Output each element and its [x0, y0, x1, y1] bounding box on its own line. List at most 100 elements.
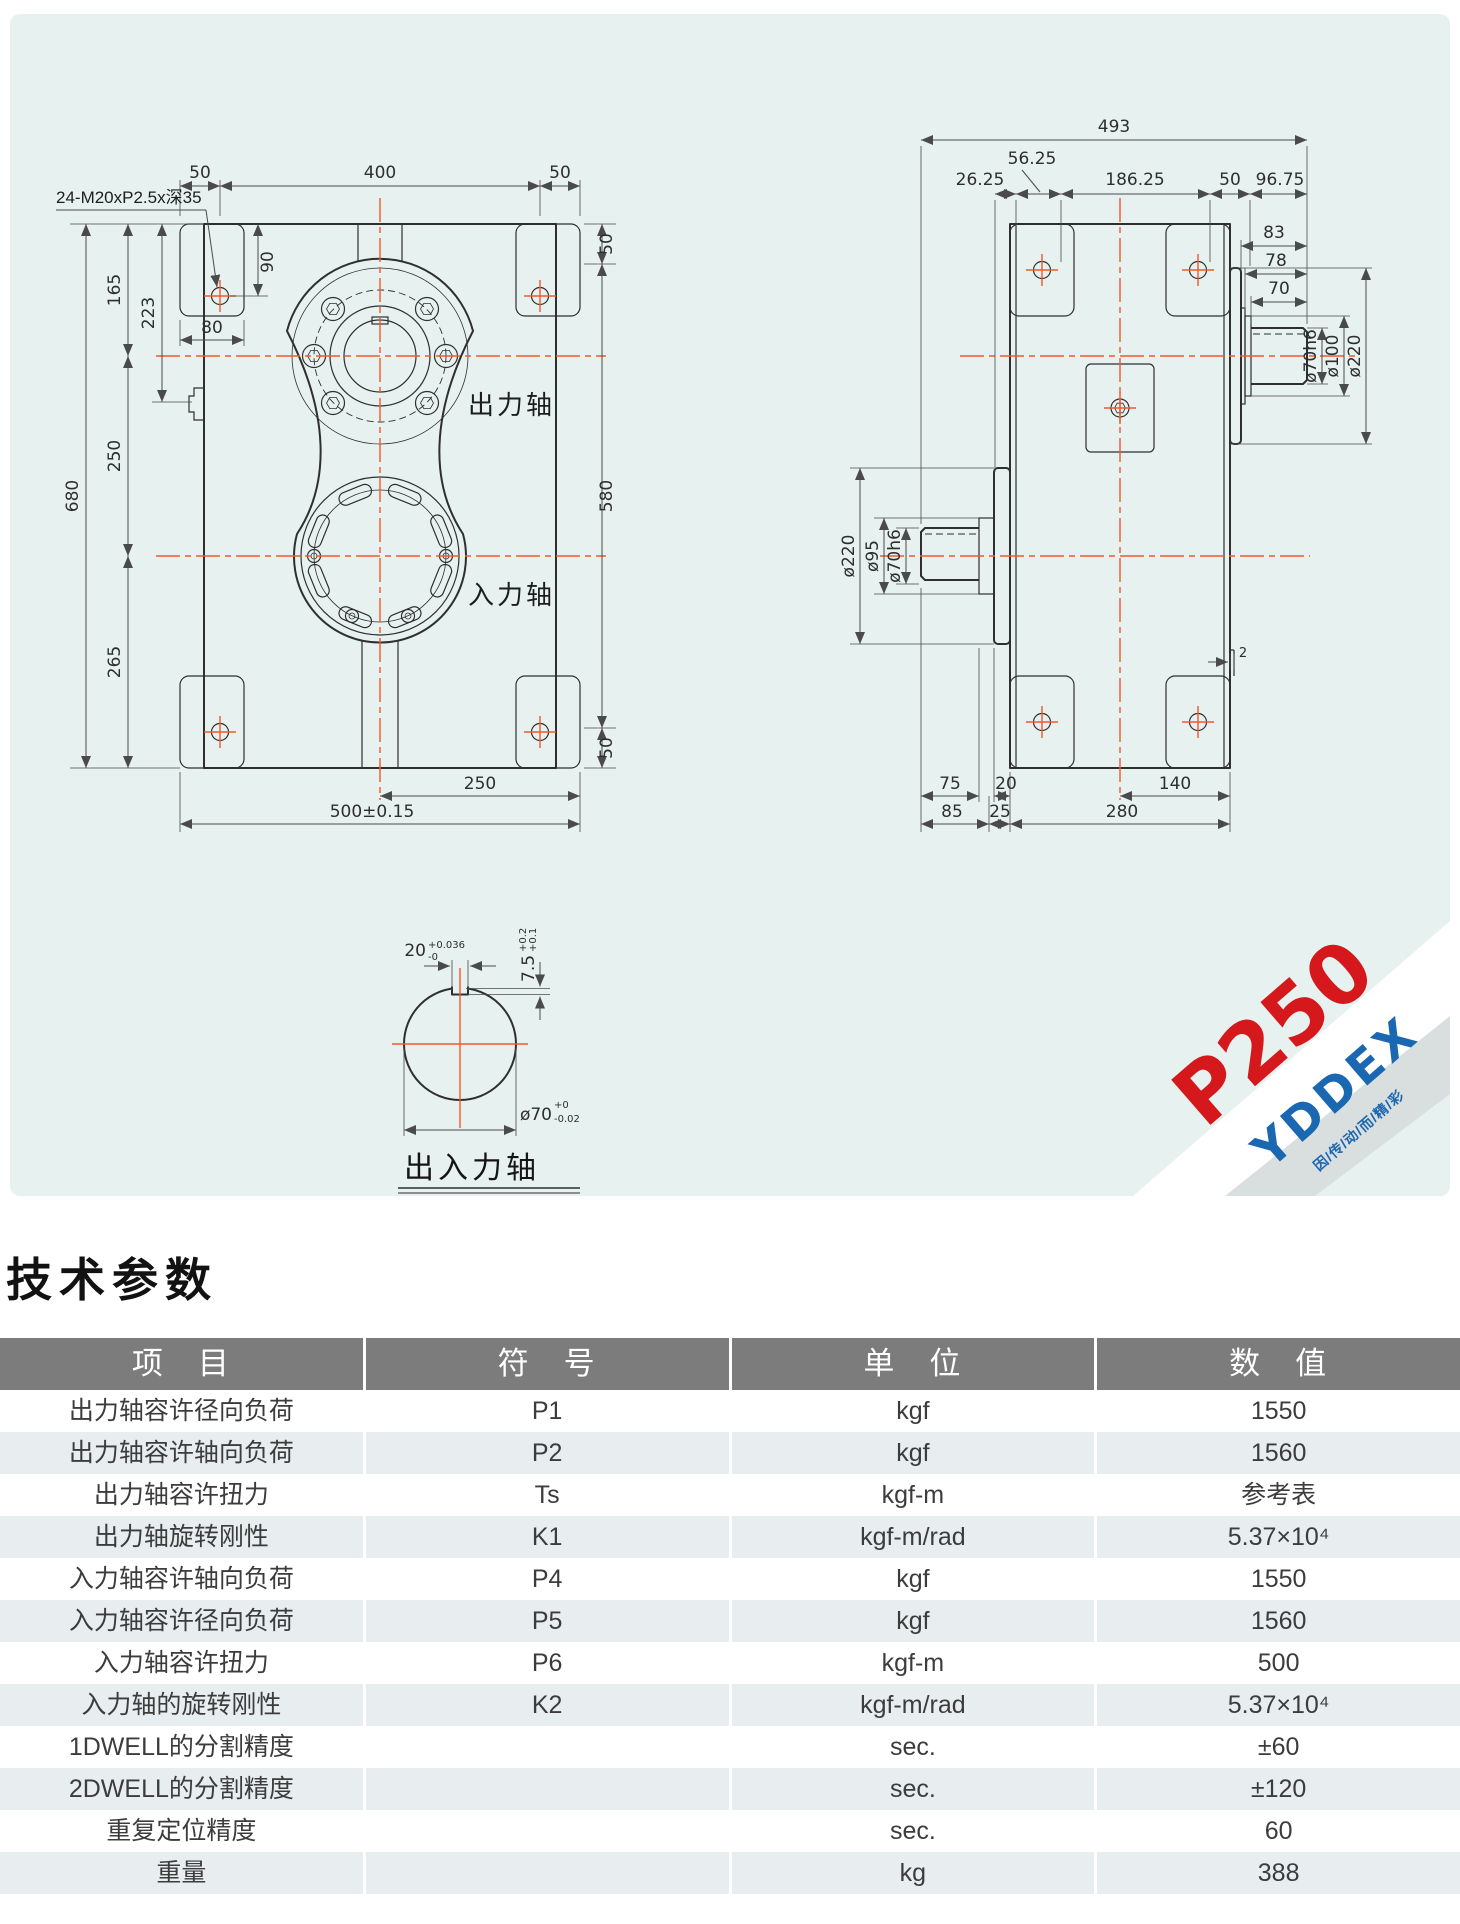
cell-item: 入力轴容许轴向负荷: [0, 1558, 363, 1600]
specs-title: 技术参数: [6, 1254, 218, 1306]
cell-unit: kg: [731, 1852, 1095, 1894]
dim-78: 78: [1265, 251, 1287, 271]
drawing-panel: 50 400 50 24-M20xP2.5x深35 680 165 250 26…: [10, 14, 1450, 1196]
dim-26-25: 26.25: [956, 170, 1005, 190]
specs-table: 项 目 符 号 单 位 数 值 出力轴容许径向负荷 P1 kgf 1550 出力…: [0, 1338, 1460, 1894]
side-body-outline: [1009, 223, 1235, 769]
cell-symbol: P2: [365, 1432, 729, 1474]
header-unit: 单 位: [731, 1338, 1095, 1390]
cell-unit: kgf-m/rad: [731, 1516, 1095, 1558]
cell-unit: kgf: [731, 1390, 1095, 1432]
specs-header-row: 项 目 符 号 单 位 数 值: [0, 1338, 1460, 1390]
dim-right-50-bottom: 50: [597, 737, 617, 759]
dim-key-depth-tol-upper: +0.2: [518, 928, 529, 952]
table-row: 重复定位精度 sec. 60: [0, 1810, 1460, 1852]
cell-value: 60: [1097, 1810, 1460, 1852]
dim-in-dia-220: ø220: [839, 535, 859, 578]
dim-key-width-tol-lower: -0: [428, 952, 438, 963]
shaft-detail-title: 出入力轴: [404, 1152, 540, 1185]
dim-top-400: 400: [364, 163, 396, 183]
logo-white-band: [1133, 921, 1450, 1196]
dim-step-2: 2: [1239, 646, 1247, 661]
cell-item: 入力轴容许径向负荷: [0, 1600, 363, 1642]
dim-223: 223: [139, 297, 159, 329]
shaft-detail-drawing: 20 +0.036 -0 7.5 +0.2 +0.1 ø70 +0 -0.02 …: [392, 928, 580, 1194]
brand-logo: P250 YDDEX 因/传/动/而/精/彩: [1133, 921, 1450, 1196]
output-shaft-label: 出力轴: [468, 390, 555, 420]
table-row: 出力轴容许扭力 Ts kgf-m 参考表: [0, 1474, 1460, 1516]
cell-symbol: [365, 1768, 729, 1810]
table-row: 入力轴容许轴向负荷 P4 kgf 1550: [0, 1558, 1460, 1600]
table-row: 出力轴容许轴向负荷 P2 kgf 1560: [0, 1432, 1460, 1474]
cell-unit: kgf-m/rad: [731, 1684, 1095, 1726]
header-value: 数 值: [1097, 1338, 1460, 1390]
header-symbol: 符 号: [365, 1338, 729, 1390]
cell-value: 5.37×10⁴: [1097, 1516, 1460, 1558]
cell-unit: kgf-m: [731, 1642, 1095, 1684]
dim-493: 493: [1098, 117, 1130, 137]
dim-bottom-250: 250: [464, 774, 496, 794]
cell-symbol: P1: [365, 1390, 729, 1432]
cell-item: 入力轴容许扭力: [0, 1642, 363, 1684]
cell-symbol: Ts: [365, 1474, 729, 1516]
cell-symbol: [365, 1810, 729, 1852]
cell-symbol: P6: [365, 1642, 729, 1684]
cell-unit: sec.: [731, 1810, 1095, 1852]
dim-580: 580: [597, 480, 617, 512]
cell-value: ±60: [1097, 1726, 1460, 1768]
dim-70: 70: [1268, 279, 1290, 299]
dim-top-50-left: 50: [189, 163, 211, 183]
table-row: 入力轴的旋转刚性 K2 kgf-m/rad 5.37×10⁴: [0, 1684, 1460, 1726]
cell-unit: kgf: [731, 1432, 1095, 1474]
cell-symbol: P4: [365, 1558, 729, 1600]
dim-in-dia-95: ø95: [863, 540, 883, 572]
dim-250: 250: [105, 440, 125, 472]
cell-value: 1560: [1097, 1600, 1460, 1642]
cell-symbol: K2: [365, 1684, 729, 1726]
dim-shaft-dia-tol-lower: -0.02: [554, 1114, 580, 1125]
dim-key-width: 20: [404, 941, 426, 961]
cell-value: 5.37×10⁴: [1097, 1684, 1460, 1726]
dim-key-depth-group: 7.5 +0.2 +0.1: [518, 928, 539, 982]
dim-shaft-dia-tol-upper: +0: [554, 1100, 569, 1111]
cell-symbol: K1: [365, 1516, 729, 1558]
cell-unit: kgf-m: [731, 1474, 1095, 1516]
cell-item: 出力轴旋转刚性: [0, 1516, 363, 1558]
cell-symbol: P5: [365, 1600, 729, 1642]
dim-out-dia-100: ø100: [1323, 335, 1343, 378]
dim-key-width-tol-upper: +0.036: [428, 940, 465, 951]
cell-unit: sec.: [731, 1768, 1095, 1810]
dim-90: 90: [258, 251, 278, 273]
cell-value: 1550: [1097, 1390, 1460, 1432]
thread-note: 24-M20xP2.5x深35: [56, 188, 202, 207]
dim-80: 80: [201, 318, 223, 338]
table-row: 2DWELL的分割精度 sec. ±120: [0, 1768, 1460, 1810]
dim-key-depth: 7.5: [519, 955, 539, 982]
dim-bottom-140: 140: [1159, 774, 1191, 794]
dim-96-75: 96.75: [1256, 170, 1305, 190]
table-row: 1DWELL的分割精度 sec. ±60: [0, 1726, 1460, 1768]
cell-item: 2DWELL的分割精度: [0, 1768, 363, 1810]
side-dimensions: 493 26.25 56.25 186.25 50 96.75 83 78: [839, 117, 1372, 832]
front-view-drawing: 50 400 50 24-M20xP2.5x深35 680 165 250 26…: [56, 163, 617, 832]
dim-bottom-75: 75: [939, 774, 961, 794]
cell-unit: kgf: [731, 1600, 1095, 1642]
specs-section: 技术参数 项 目 符 号 单 位 数 值 出力轴容许径向负荷 P1 kgf 15…: [0, 1244, 1460, 1894]
header-item: 项 目: [0, 1338, 363, 1390]
cell-item: 出力轴容许扭力: [0, 1474, 363, 1516]
cell-item: 出力轴容许轴向负荷: [0, 1432, 363, 1474]
cell-symbol: [365, 1726, 729, 1768]
cell-value: 1560: [1097, 1432, 1460, 1474]
input-shaft-label: 入力轴: [468, 580, 555, 610]
dim-680: 680: [63, 480, 83, 512]
dim-out-dia-220: ø220: [1345, 335, 1365, 378]
front-centerlines: [156, 198, 606, 800]
cell-item: 出力轴容许径向负荷: [0, 1390, 363, 1432]
dim-bottom-500: 500±0.15: [330, 802, 415, 822]
dim-83: 83: [1263, 223, 1285, 243]
side-view-drawing: 493 26.25 56.25 186.25 50 96.75 83 78: [839, 117, 1372, 832]
dim-bottom-25: 25: [989, 802, 1011, 822]
dim-bottom-20: 20: [995, 774, 1017, 794]
table-row: 入力轴容许扭力 P6 kgf-m 500: [0, 1642, 1460, 1684]
table-row: 入力轴容许径向负荷 P5 kgf 1560: [0, 1600, 1460, 1642]
